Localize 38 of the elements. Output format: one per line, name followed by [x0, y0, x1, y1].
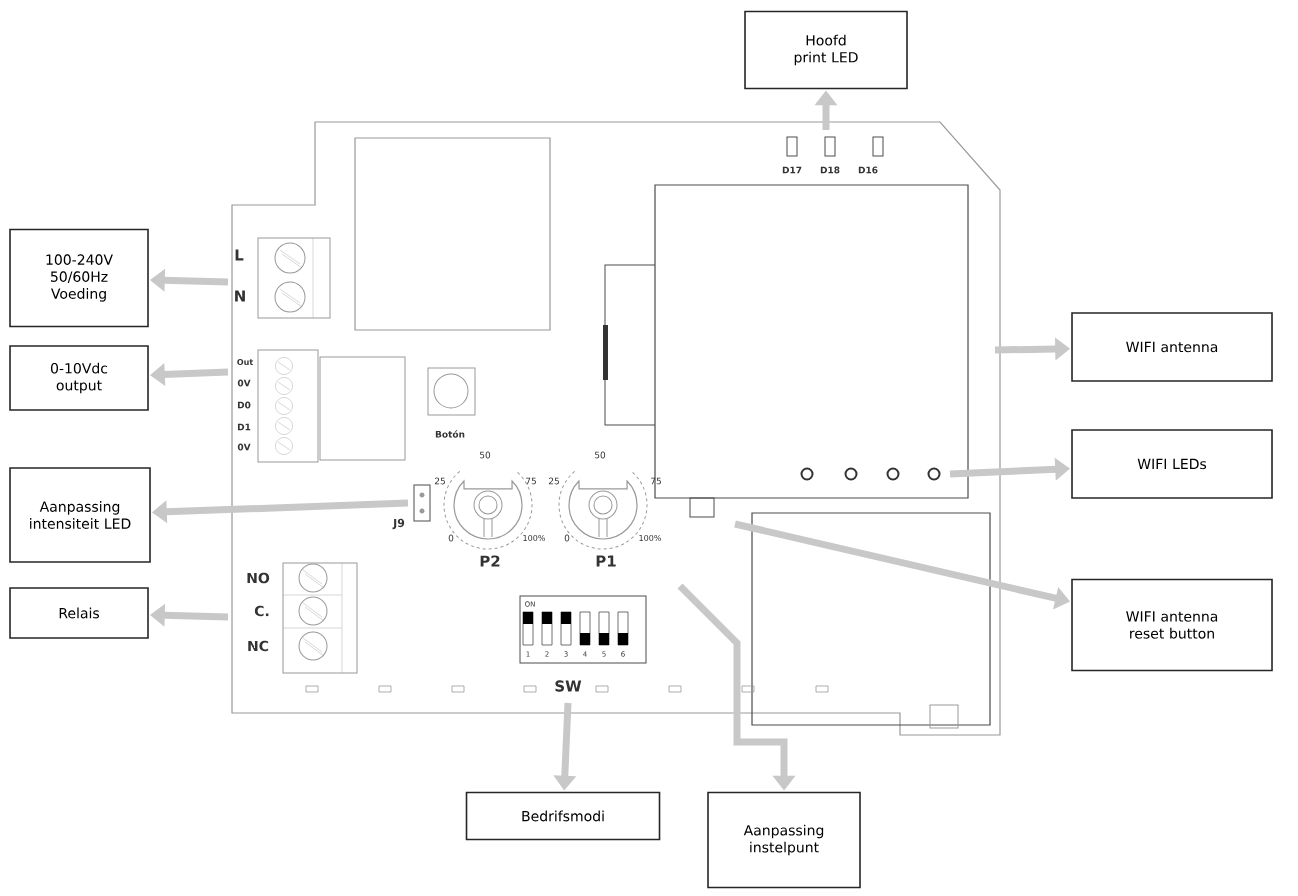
callout-box: Aanpassing instelpunt [707, 791, 861, 889]
part-label: L [235, 249, 244, 261]
callout-box: Bedrifsmodi [465, 791, 661, 841]
part-label: Out [237, 358, 253, 365]
part-label: 25 [548, 477, 559, 485]
callout-box: Hoofd print LED [744, 10, 908, 90]
part-label: SW [555, 680, 582, 692]
part-label: 0 [448, 534, 454, 542]
part-label: C. [254, 605, 269, 617]
callout-box: WIFI LEDs [1071, 429, 1273, 499]
part-label: 0V [237, 443, 251, 451]
callout-box: WIFI antenna reset button [1071, 578, 1273, 672]
part-label: D1 [237, 423, 251, 431]
callout-box: Relais [9, 587, 149, 639]
callout-box: 0-10Vdc output [9, 345, 149, 411]
part-label: Botón [435, 430, 465, 438]
part-label: 100% [639, 534, 661, 541]
part-label: D18 [820, 166, 840, 174]
part-label: 100% [523, 534, 545, 541]
part-label: D17 [782, 166, 802, 174]
part-label: P2 [480, 555, 500, 567]
callout-box: 100-240V 50/60Hz Voeding [9, 228, 149, 328]
part-label: 75 [651, 477, 661, 485]
part-label: 50 [594, 451, 606, 459]
callout-box: WIFI antenna [1071, 312, 1273, 382]
part-label: NO [247, 572, 270, 584]
part-label: D0 [237, 401, 251, 409]
part-label: 0V [237, 379, 251, 387]
part-label: 50 [479, 451, 491, 459]
callout-box: Aanpassing intensiteit LED [9, 467, 151, 563]
part-label: N [235, 290, 245, 302]
part-label: 25 [434, 477, 445, 485]
part-label: D16 [858, 166, 878, 174]
part-label: 0 [564, 534, 570, 542]
part-label: P1 [596, 555, 616, 567]
part-label: NC [248, 640, 269, 652]
part-label: 75 [526, 477, 536, 485]
part-label: J9 [392, 518, 405, 530]
